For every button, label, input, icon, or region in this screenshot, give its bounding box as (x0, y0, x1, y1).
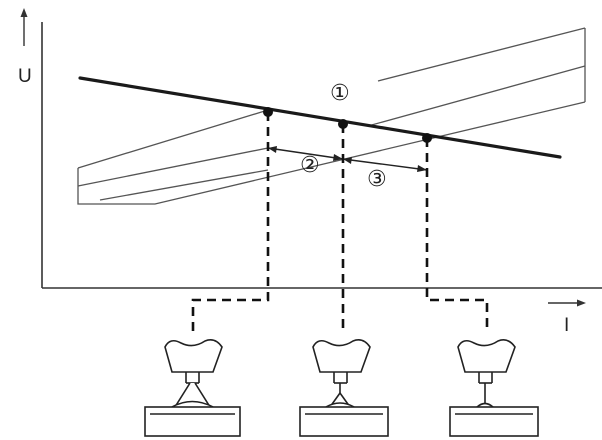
welding-torch-icon (312, 339, 371, 384)
x-axis: I (42, 287, 602, 336)
workpiece-2 (299, 406, 389, 437)
band-middle-line (77, 147, 269, 187)
weld-bead (325, 402, 355, 408)
leader-3 (425, 138, 489, 332)
marker-1: ① (330, 81, 350, 106)
weld-bead (171, 400, 214, 408)
band-upper-edge-segment (377, 27, 586, 82)
y-axis-label: U (18, 66, 32, 87)
dimension-arrows (267, 146, 428, 172)
x-axis-label: I (564, 315, 569, 336)
marker-2: ② (300, 153, 320, 178)
welding-torch-icon (164, 339, 223, 384)
band-lower-edge (77, 101, 586, 205)
leader-1 (191, 112, 270, 332)
y-axis: U (18, 8, 43, 288)
torch-assembly-2 (299, 339, 389, 437)
torch-assembly-3 (449, 339, 539, 437)
band-short-line (99, 169, 269, 201)
marker-3: ③ (367, 167, 387, 192)
welding-torch-icon (457, 339, 516, 384)
dashed-leaders (191, 112, 489, 334)
workpiece-3 (449, 406, 539, 437)
workpiece-1 (144, 406, 241, 437)
characteristic-band (77, 27, 586, 205)
torch-assembly-1 (144, 339, 241, 437)
weld-bead (476, 402, 494, 408)
band-upper-edge (77, 109, 269, 169)
band-middle-line-segment (367, 65, 586, 127)
arc-characteristic-line (78, 76, 562, 159)
